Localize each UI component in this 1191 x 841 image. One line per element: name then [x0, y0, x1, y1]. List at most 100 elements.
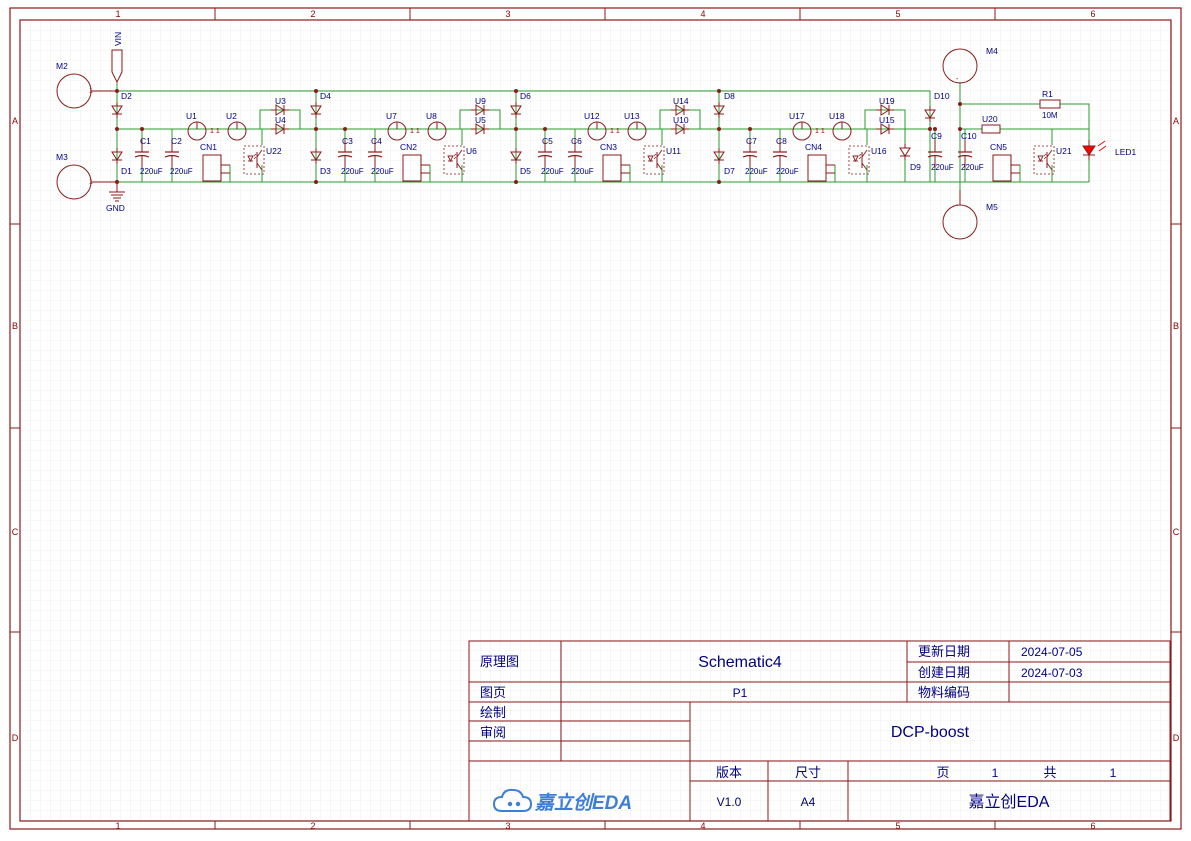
total-number: 1	[1110, 766, 1117, 780]
cn3-label: CN3	[600, 142, 617, 152]
u20-resistor	[981, 124, 1001, 134]
u1-pin: 1 1	[210, 128, 220, 135]
u17-label: U17	[789, 111, 805, 121]
u2-label: U2	[226, 111, 237, 121]
c9-label: C9	[931, 131, 942, 141]
u8-label: U8	[426, 111, 437, 121]
schematic-label: 原理图	[480, 654, 519, 669]
col-label-5-top: 5	[895, 9, 900, 19]
cn2-label: CN2	[400, 142, 417, 152]
review-label: 审阅	[480, 725, 506, 740]
sheet-label: 页	[936, 765, 949, 780]
row-label-a-right: A	[1173, 116, 1179, 126]
u20-label: U20	[982, 114, 998, 124]
drawing-grid	[20, 20, 1171, 821]
m3-pin: 1	[89, 179, 93, 186]
u4-label: U4	[275, 115, 286, 125]
m5-pin: -	[956, 202, 959, 209]
row-label-b-right: B	[1173, 321, 1179, 331]
c1-value: 220uF	[140, 167, 163, 176]
r1-resistor	[1039, 99, 1061, 109]
c8-value: 220uF	[776, 167, 799, 176]
c2-label: C2	[171, 136, 182, 146]
col-label-5-bottom: 5	[895, 821, 900, 831]
col-label-4-bottom: 4	[700, 821, 705, 831]
size-value: A4	[801, 795, 816, 809]
u14-label: U14	[673, 96, 689, 106]
col-label-1-bottom: 1	[115, 821, 120, 831]
col-label-2-top: 2	[310, 9, 315, 19]
size-label: 尺寸	[795, 765, 821, 780]
r1-label: R1	[1042, 89, 1053, 99]
schematic-name: Schematic4	[698, 654, 782, 671]
m2-pin: 1	[89, 88, 93, 95]
d7-label: D7	[724, 166, 735, 176]
col-label-6-top: 6	[1090, 9, 1095, 19]
u13-label: U13	[624, 111, 640, 121]
cloud-logo-icon	[492, 788, 533, 812]
u6-label: U6	[466, 146, 477, 156]
version-label: 版本	[716, 765, 742, 780]
c2-value: 220uF	[170, 167, 193, 176]
row-label-d-right: D	[1173, 733, 1180, 743]
c10-label: C10	[961, 131, 977, 141]
m3-label: M3	[56, 152, 68, 162]
col-label-3-bottom: 3	[505, 821, 510, 831]
vin-label: VIN	[113, 32, 123, 46]
col-label-2-bottom: 2	[310, 821, 315, 831]
c3-label: C3	[342, 136, 353, 146]
u12-label: U12	[584, 111, 600, 121]
row-label-d-left: D	[12, 733, 19, 743]
total-label: 共	[1043, 765, 1056, 780]
row-label-c-left: C	[12, 527, 19, 537]
c9-value: 220uF	[931, 163, 954, 172]
d9-label: D9	[910, 162, 921, 172]
c7-value: 220uF	[745, 167, 768, 176]
m4-pin: -	[956, 76, 959, 83]
page-value: P1	[733, 686, 748, 700]
col-label-4-top: 4	[700, 9, 705, 19]
u1-label: U1	[186, 111, 197, 121]
d2-label: D2	[121, 91, 132, 101]
d4-label: D4	[320, 91, 331, 101]
d8-label: D8	[724, 91, 735, 101]
logo-text: 嘉立创EDA	[534, 792, 632, 814]
title-block-lines	[468, 640, 1171, 822]
created-label: 创建日期	[918, 665, 970, 680]
updated-label: 更新日期	[918, 644, 970, 659]
c6-label: C6	[571, 136, 582, 146]
u5-label: U5	[475, 115, 486, 125]
u16-label: U16	[871, 146, 887, 156]
d3-label: D3	[320, 166, 331, 176]
created-date: 2024-07-03	[1021, 666, 1083, 680]
u7-label: U7	[386, 111, 397, 121]
c1-label: C1	[140, 136, 151, 146]
col-label-6-bottom: 6	[1090, 821, 1095, 831]
c5-value: 220uF	[541, 167, 564, 176]
project-name: DCP-boost	[891, 724, 970, 741]
u15-label: U15	[879, 115, 895, 125]
u19-label: U19	[879, 96, 895, 106]
drawn-label: 绘制	[480, 705, 506, 720]
c5-label: C5	[542, 136, 553, 146]
u11-label: U11	[666, 146, 681, 156]
version-value: V1.0	[717, 795, 742, 809]
m2-label: M2	[56, 61, 68, 71]
c4-value: 220uF	[371, 167, 394, 176]
u12-pin: 1 1	[610, 128, 620, 135]
sheet-number: 1	[992, 766, 999, 780]
u7-pin: 1 1	[410, 128, 420, 135]
outer-frame	[9, 7, 1182, 830]
d10-label: D10	[934, 91, 950, 101]
r1-value: 10M	[1042, 111, 1058, 120]
d6-label: D6	[520, 91, 531, 101]
company-name: 嘉立创EDA	[969, 793, 1050, 811]
m5-label: M5	[986, 202, 998, 212]
d1-label: D1	[121, 166, 132, 176]
u18-label: U18	[829, 111, 845, 121]
wires	[116, 82, 1090, 190]
u10-label: U10	[673, 115, 689, 125]
c7-label: C7	[746, 136, 757, 146]
junctions	[115, 89, 962, 184]
